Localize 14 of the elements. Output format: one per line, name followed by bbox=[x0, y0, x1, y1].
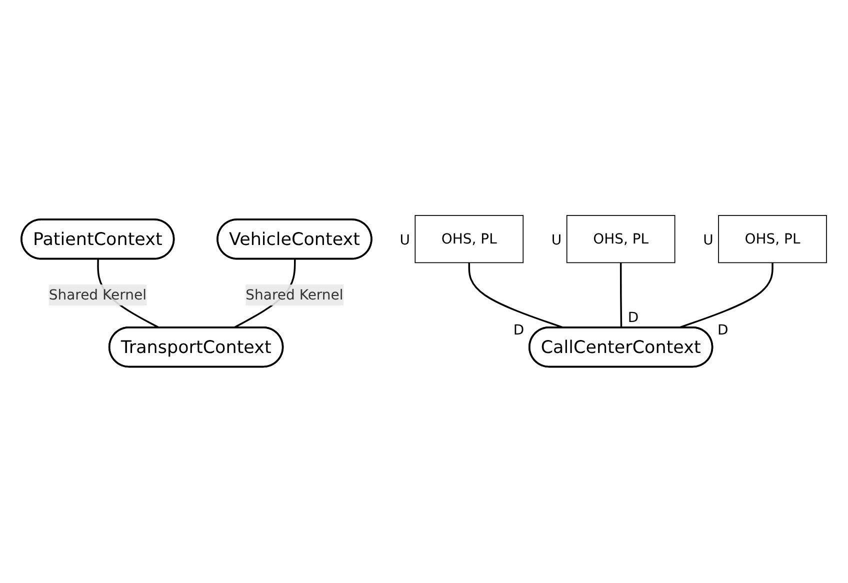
edge-label: Shared Kernel bbox=[48, 286, 146, 304]
node-box: OHS, PL bbox=[718, 215, 827, 264]
end-marker-label: D bbox=[718, 322, 728, 339]
end-marker-label: D bbox=[513, 322, 524, 339]
end-marker-label: D bbox=[628, 310, 639, 327]
node-box: OHS, PL bbox=[566, 215, 676, 264]
connector bbox=[468, 263, 564, 330]
end-marker-label: U bbox=[400, 232, 410, 249]
connector bbox=[620, 263, 622, 328]
edge-label: Shared Kernel bbox=[246, 286, 344, 304]
connector bbox=[678, 263, 774, 330]
end-marker-label: U bbox=[551, 232, 562, 249]
end-marker-label: U bbox=[703, 232, 714, 249]
node-box: OHS, PL bbox=[414, 215, 524, 264]
